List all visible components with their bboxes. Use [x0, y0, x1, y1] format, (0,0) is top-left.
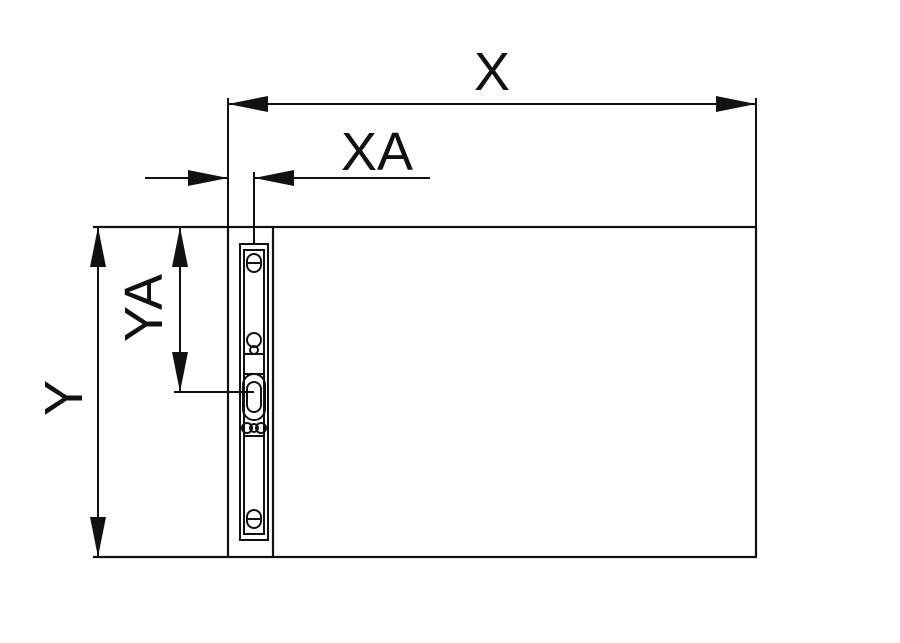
x-dimension: X	[227, 42, 757, 227]
panel-outline	[226, 225, 758, 559]
xa-label: XA	[341, 122, 413, 182]
x-label: X	[474, 42, 510, 102]
ya-dimension: YA	[114, 227, 254, 393]
xa-dimension: XA	[145, 122, 430, 244]
y-dimension: Y	[34, 227, 106, 557]
ya-label: YA	[114, 274, 174, 342]
y-label: Y	[34, 380, 94, 416]
